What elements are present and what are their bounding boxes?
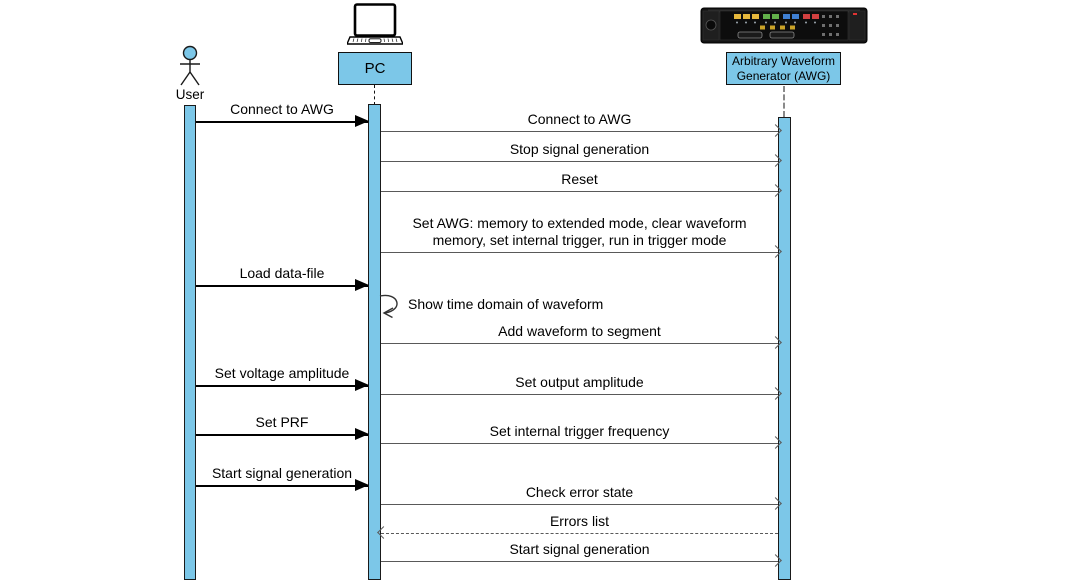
awg-label-line2: Generator (AWG) <box>736 68 831 83</box>
arrowhead-filled-icon <box>355 115 369 127</box>
user-actor-label: User <box>175 87 205 102</box>
arrow-line <box>381 504 778 505</box>
pc-activation-bar <box>368 104 381 580</box>
arrow-line <box>381 394 778 395</box>
self-message-loop <box>379 294 398 319</box>
awg-lifeline <box>782 86 785 117</box>
arrowhead-filled-icon <box>355 279 369 291</box>
arrow-line <box>196 485 368 487</box>
arrowhead-filled-icon <box>355 379 369 391</box>
pc-label: PC <box>364 60 386 77</box>
arrow-line-dashed <box>381 533 778 534</box>
awg-device-icon <box>700 7 868 44</box>
arrow-line <box>381 561 778 562</box>
message-show-time-domain: Show time domain of waveform <box>408 296 604 312</box>
pc-lifeline-head: PC <box>338 52 412 85</box>
awg-activation-bar <box>778 117 791 580</box>
arrow-line <box>196 385 368 387</box>
arrowhead-filled-icon <box>355 479 369 491</box>
arrow-line <box>381 443 778 444</box>
arrowhead-filled-icon <box>355 428 369 440</box>
arrow-line <box>196 121 368 123</box>
arrow-line <box>381 191 778 192</box>
user-actor-icon <box>180 45 200 86</box>
arrow-line <box>196 434 368 436</box>
awg-label-line1: Arbitrary Waveform <box>732 53 835 68</box>
arrow-line <box>381 252 778 253</box>
awg-lifeline-head: Arbitrary Waveform Generator (AWG) <box>726 52 841 85</box>
laptop-icon <box>347 3 403 45</box>
pc-lifeline <box>373 85 375 105</box>
arrow-line <box>381 131 778 132</box>
arrow-line <box>381 161 778 162</box>
arrow-line <box>381 343 778 344</box>
arrow-line <box>196 285 368 287</box>
user-activation-bar <box>184 105 196 580</box>
